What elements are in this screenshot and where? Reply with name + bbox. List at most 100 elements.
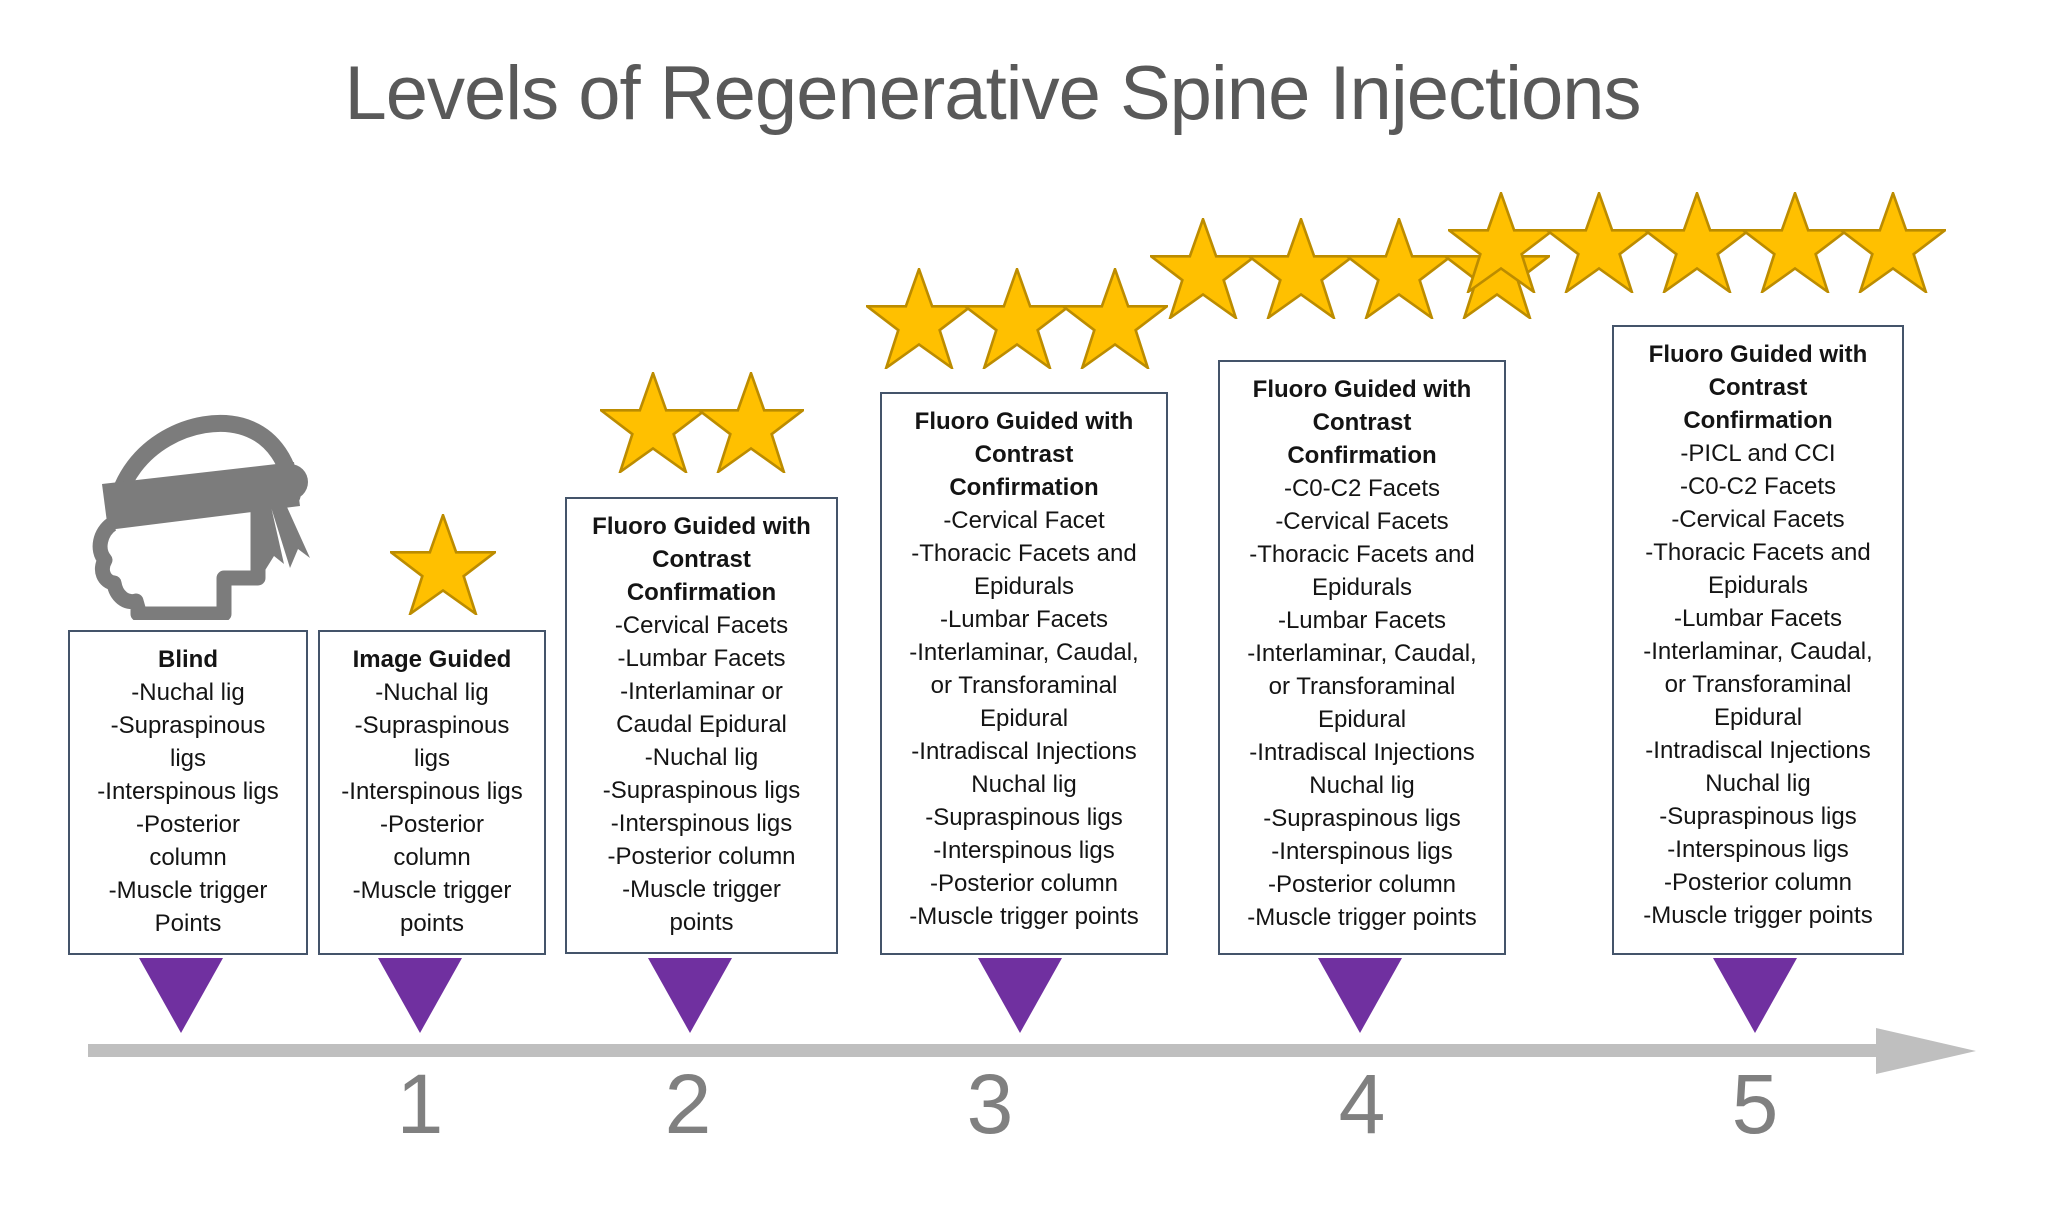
level-box-item-line: points xyxy=(399,910,465,937)
level-box-item-line: Nuchal lig xyxy=(1309,772,1415,799)
timeline-arrowhead-icon xyxy=(1876,1028,1976,1074)
level-box-item-line: -Interspinous ligs xyxy=(610,810,793,837)
level-box-item-line: -Posterior column xyxy=(607,843,796,870)
star-rating-level-3 xyxy=(866,268,1168,369)
level-box-item-line: -Nuchal lig xyxy=(131,679,245,706)
level-box-item-line: -Interspinous ligs xyxy=(1667,836,1849,863)
level-box-item-line: or Transforaminal xyxy=(930,672,1118,699)
level-box-item-line: -Supraspinous xyxy=(110,712,266,739)
blindfolded-head-icon xyxy=(78,408,318,625)
level-box-item-line: Epidurals xyxy=(973,573,1075,600)
star-icon xyxy=(1346,218,1452,319)
level-box-item-line: -Supraspinous ligs xyxy=(602,777,801,804)
level-box-item-line: Epidural xyxy=(979,705,1069,732)
star-icon xyxy=(1062,268,1168,369)
level-box-item-line: Nuchal lig xyxy=(971,771,1077,798)
star-icon xyxy=(390,514,496,615)
level-box-item-line: -Posterior xyxy=(135,811,241,838)
axis-number-4: 4 xyxy=(1338,1057,1386,1151)
level-box-header-line: Blind xyxy=(158,646,218,673)
level-box-header-line: Fluoro Guided with xyxy=(1648,341,1868,368)
level-box-item-line: or Transforaminal xyxy=(1268,673,1456,700)
level-box-item-line: -Supraspinous ligs xyxy=(1263,805,1461,832)
axis-number-1: 1 xyxy=(396,1057,444,1151)
level-box-header-line: Contrast xyxy=(974,441,1074,468)
level-box-header-line: Contrast xyxy=(1708,374,1808,401)
level-box-item-line: Epidural xyxy=(1713,704,1803,731)
level-box-header-line: Confirmation xyxy=(949,474,1099,501)
level-box-blind: Blind -Nuchal lig -Supraspinous ligs -Inters… xyxy=(68,630,308,955)
level-box-item-line: -Posterior column xyxy=(929,870,1119,897)
page-title: Levels of Regenerative Spine Injections xyxy=(344,51,1641,136)
level-box-header-line: Fluoro Guided with xyxy=(592,513,811,540)
star-icon xyxy=(1546,192,1652,293)
level-box-item-line: -Muscle trigger points xyxy=(909,903,1139,930)
level-box-header-line: Contrast xyxy=(652,546,751,573)
level-box-header-line: Confirmation xyxy=(1287,442,1437,469)
level-box-item-line: -Interlaminar or xyxy=(620,678,783,705)
axis-number-3: 3 xyxy=(966,1057,1014,1151)
level-box-item-line: points xyxy=(669,909,734,936)
timeline-arrow-line xyxy=(88,1044,1883,1057)
level-box-item-line: -Interspinous ligs xyxy=(1271,838,1453,865)
level-box-item-line: -Interlaminar, Caudal, xyxy=(1247,640,1477,667)
level-box-header-line: Contrast xyxy=(1312,409,1412,436)
level-box-level-1: Image Guided -Nuchal lig -Supraspinous ligs… xyxy=(318,630,546,955)
level-box-item-line: -Interspinous ligs xyxy=(341,778,523,805)
level-box-item-line: -Lumbar Facets xyxy=(939,606,1109,633)
level-box-item-line: -Cervical Facets xyxy=(614,612,789,639)
level-box-item-line: -Muscle trigger points xyxy=(1643,902,1873,929)
level-box-item-line: -Thoracic Facets and xyxy=(1249,541,1475,568)
level-box-item-line: column xyxy=(393,844,471,871)
level-box-item-line: -Lumbar Facets xyxy=(617,645,786,672)
star-icon xyxy=(1742,192,1848,293)
level-box-header-line: Fluoro Guided with xyxy=(1252,376,1472,403)
level-box-item-line: Points xyxy=(154,910,222,937)
level-box-item-line: -Intradiscal Injections xyxy=(1249,739,1475,766)
marker-triangle-icon xyxy=(1318,958,1402,1033)
level-box-header-line: Image Guided xyxy=(352,646,512,673)
marker-triangle-icon xyxy=(378,958,462,1033)
level-box-item-line: -Thoracic Facets and xyxy=(911,540,1137,567)
level-box-item-line: Epidurals xyxy=(1311,574,1413,601)
level-box-item-line: ligs xyxy=(169,745,206,772)
star-icon xyxy=(866,268,972,369)
axis-number-2: 2 xyxy=(664,1057,712,1151)
level-box-item-line: -Posterior column xyxy=(1663,869,1853,896)
level-box-item-line: Epidural xyxy=(1317,706,1407,733)
star-icon xyxy=(1150,218,1256,319)
level-box-item-line: -Cervical Facet xyxy=(943,507,1105,534)
level-box-item-line: ligs xyxy=(413,745,450,772)
marker-triangle-icon xyxy=(648,958,732,1033)
level-box-item-line: -Posterior column xyxy=(1267,871,1457,898)
star-rating-level-5 xyxy=(1448,192,1946,293)
level-box-item-line: -Supraspinous ligs xyxy=(1659,803,1857,830)
marker-triangle-icon xyxy=(1713,958,1797,1033)
level-box-item-line: -PICL and CCI xyxy=(1680,440,1836,467)
star-icon xyxy=(964,268,1070,369)
level-box-item-line: -Muscle trigger xyxy=(622,876,781,903)
axis-number-5: 5 xyxy=(1731,1057,1779,1151)
level-box-item-line: -Muscle trigger points xyxy=(1247,904,1477,931)
level-box-item-line: Epidurals xyxy=(1707,572,1809,599)
level-box-item-line: or Transforaminal xyxy=(1664,671,1852,698)
level-box-header-line: Confirmation xyxy=(1683,407,1833,434)
level-box-item-line: -Intradiscal Injections xyxy=(911,738,1137,765)
star-icon xyxy=(1248,218,1354,319)
level-box-item-line: -Supraspinous xyxy=(354,712,510,739)
star-icon xyxy=(1448,192,1554,293)
level-box-item-line: -Muscle trigger xyxy=(352,877,512,904)
marker-triangle-icon xyxy=(978,958,1062,1033)
level-box-item-line: Nuchal lig xyxy=(1705,770,1811,797)
level-box-item-line: -Intradiscal Injections xyxy=(1645,737,1871,764)
level-box-item-line: -Interlaminar, Caudal, xyxy=(1643,638,1873,665)
level-box-item-line: column xyxy=(149,844,227,871)
level-box-item-line: Caudal Epidural xyxy=(616,711,787,738)
level-box-item-line: -Nuchal lig xyxy=(375,679,489,706)
level-box-item-line: -Lumbar Facets xyxy=(1673,605,1843,632)
level-box-item-line: -Interlaminar, Caudal, xyxy=(909,639,1139,666)
level-box-item-line: -Interspinous ligs xyxy=(97,778,279,805)
level-box-item-line: -Muscle trigger xyxy=(108,877,268,904)
level-box-item-line: -Supraspinous ligs xyxy=(925,804,1123,831)
